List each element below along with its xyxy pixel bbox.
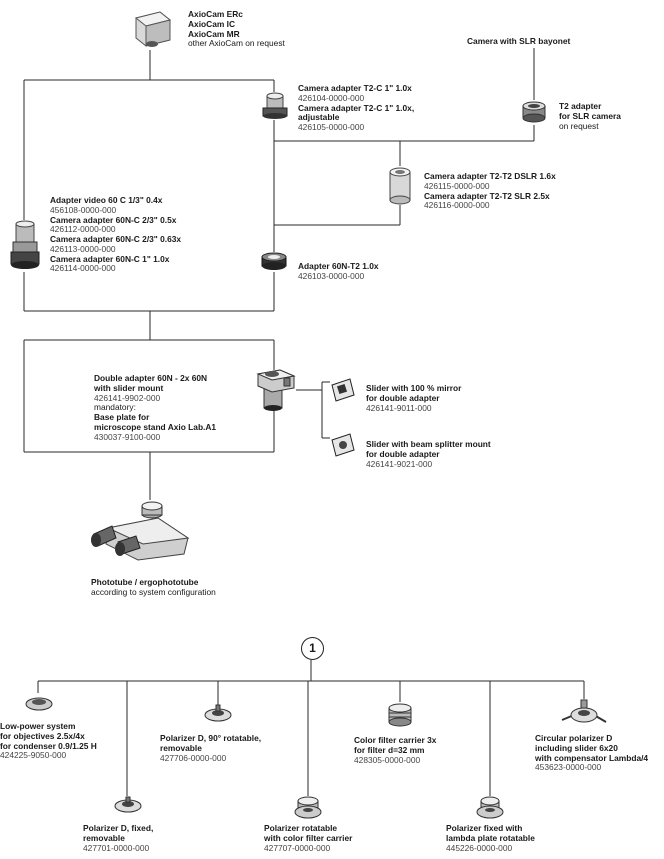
camera-slr-label: Camera with SLR bayonet [467, 36, 571, 46]
polarizer-rotatable-icon [294, 796, 322, 819]
color-filter-carrier-icon [388, 703, 412, 727]
t2t2-adapter-icon [389, 167, 411, 205]
callout-badge: 1 [301, 637, 324, 660]
polarizer-fixed-label: Polarizer D, fixed, removable 427701-000… [83, 823, 154, 853]
t2t2-label: Camera adapter T2-T2 DSLR 1.6x 426115-00… [424, 171, 556, 211]
slider-beam-splitter-icon [331, 433, 355, 457]
phototube-icon [91, 501, 190, 561]
double-adapter-icon [256, 369, 296, 411]
color-filter-label: Color filter carrier 3x for filter d=32 … [354, 735, 437, 765]
polarizer-lambda-label: Polarizer fixed with lambda plate rotata… [446, 823, 535, 853]
adapter-60n-t2-icon [261, 252, 287, 270]
polarizer-90-icon [204, 704, 232, 722]
axiocam-erc: AxioCam ERc [188, 9, 243, 19]
circular-polarizer-icon [561, 699, 607, 723]
polarizer-fixed-icon [114, 796, 142, 813]
t2c-label: Camera adapter T2-C 1" 1.0x 426104-0000-… [298, 83, 415, 132]
low-power-system-label: Low-power system for objectives 2.5x/4x … [0, 721, 97, 761]
slider-beam-splitter-label: Slider with beam splitter mount for doub… [366, 439, 491, 469]
adapter-60n-t2-label: Adapter 60N-T2 1.0x 426103-0000-000 [298, 261, 379, 281]
polarizer-lambda-icon [476, 796, 504, 819]
axiocam-ic: AxioCam IC [188, 18, 236, 29]
t2-adapter-label: T2 adapter for SLR camera on request [559, 101, 621, 131]
circular-polarizer-label: Circular polarizer D including slider 6x… [535, 733, 649, 773]
t2c-adapter-icon [262, 92, 288, 119]
slider-mirror-icon [331, 378, 355, 402]
axiocam-note: other AxioCam on request [188, 38, 285, 49]
low-power-system-icon [25, 697, 53, 711]
camera-adapter-60n-c-icon [10, 220, 40, 269]
polarizer-rotatable-label: Polarizer rotatable with color filter ca… [264, 823, 353, 853]
axiocam-label: AxioCam ERc AxioCam IC AxioCam MR other … [188, 9, 285, 49]
double-adapter-label: Double adapter 60N - 2x 60N with slider … [94, 373, 217, 442]
polarizer-90-label: Polarizer D, 90° rotatable, removable 42… [160, 733, 262, 763]
axiocam-mr: AxioCam MR [188, 28, 240, 39]
slider-mirror-label: Slider with 100 % mirror for double adap… [366, 383, 462, 413]
axiocam-camera-icon [134, 11, 172, 47]
phototube-label: Phototube / ergophototube according to s… [91, 577, 216, 597]
video-adapters-label: Adapter video 60 C 1/3" 0.4x 456108-0000… [50, 195, 182, 274]
t2-adapter-icon [522, 101, 546, 123]
